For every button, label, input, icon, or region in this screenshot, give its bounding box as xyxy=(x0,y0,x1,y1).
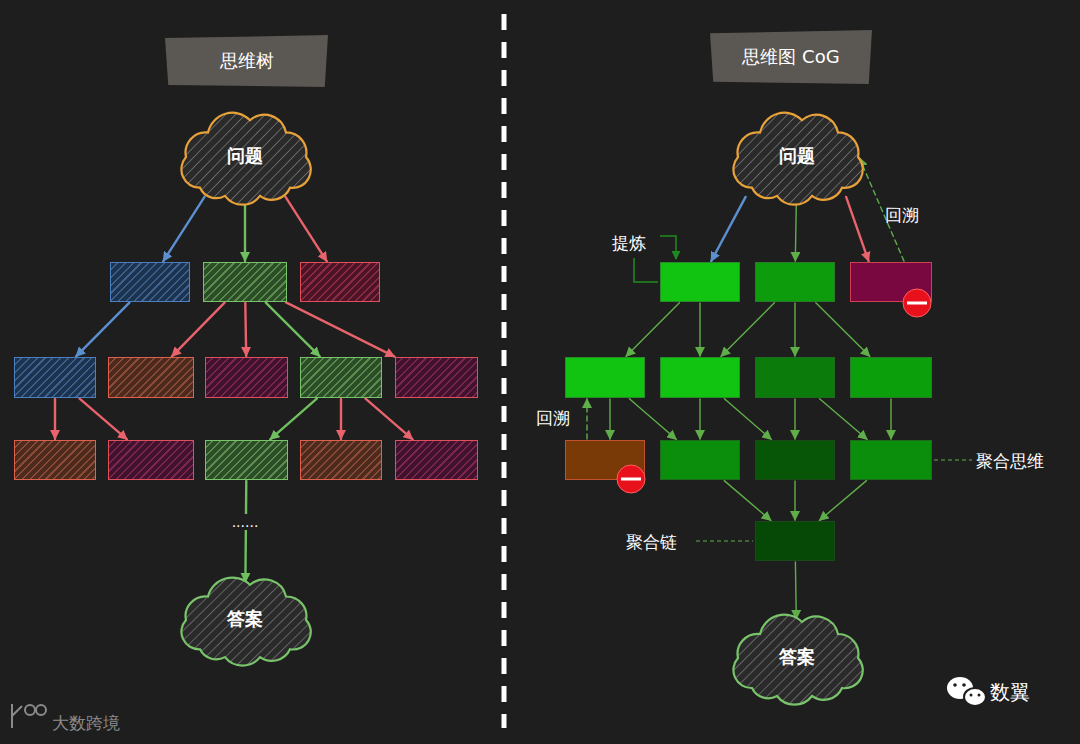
leader-line xyxy=(934,459,972,460)
flow-arrow xyxy=(890,399,891,439)
node-text: 答案 xyxy=(227,607,263,631)
flow-arrow xyxy=(846,197,869,261)
thought-box xyxy=(755,262,835,302)
refine-loop-line xyxy=(634,258,658,282)
flow-arrow xyxy=(795,562,797,619)
annotation-label: 回溯 xyxy=(885,204,919,227)
divider-line xyxy=(502,14,507,728)
thought-box xyxy=(14,357,96,398)
thought-box xyxy=(395,357,478,398)
watermark: 大数跨境 xyxy=(52,712,120,735)
title-tag: 思维图 CoG xyxy=(710,30,872,84)
flow-arrow xyxy=(266,303,320,357)
thought-box xyxy=(850,262,932,302)
flow-arrow xyxy=(794,303,795,356)
thought-box xyxy=(850,440,932,480)
backtrack-arrow xyxy=(586,399,587,439)
flow-arrow xyxy=(172,303,225,357)
annotation-label: 回溯 xyxy=(536,407,570,430)
flow-arrow xyxy=(163,197,204,261)
flow-arrow xyxy=(721,303,774,357)
thought-box xyxy=(108,357,194,398)
flow-arrow xyxy=(54,399,56,439)
flow-arrow xyxy=(80,399,127,440)
flow-arrow xyxy=(816,303,870,357)
flow-arrow xyxy=(629,399,676,440)
node-text: 问题 xyxy=(227,144,263,168)
thought-box xyxy=(395,440,478,480)
title-text: 思维图 CoG xyxy=(742,45,839,69)
annotation-label: 提炼 xyxy=(612,232,646,255)
thought-box xyxy=(565,440,645,480)
thought-box xyxy=(660,440,740,480)
ellipsis-label: ...... xyxy=(229,514,262,530)
thought-box xyxy=(14,440,96,480)
flow-arrow xyxy=(244,197,246,261)
flow-arrow xyxy=(626,303,679,357)
thought-box xyxy=(110,262,190,302)
flow-arrow xyxy=(76,303,129,357)
annotation-label: 聚合思维 xyxy=(976,450,1044,473)
thought-box xyxy=(755,521,835,561)
flow-arrow xyxy=(286,302,395,356)
logo-icon xyxy=(12,704,46,728)
thought-box xyxy=(108,440,194,480)
reject-mark xyxy=(903,289,931,317)
refine-loop-arrow xyxy=(660,236,676,259)
thought-box xyxy=(755,357,835,398)
flow-arrow xyxy=(724,481,771,521)
flow-arrow xyxy=(340,399,342,439)
flow-arrow xyxy=(794,399,795,439)
thought-box xyxy=(205,440,288,480)
title-text: 思维树 xyxy=(220,49,274,73)
node-text: 问题 xyxy=(779,144,815,168)
flow-arrow xyxy=(270,399,317,440)
reject-mark xyxy=(617,465,645,493)
thought-box xyxy=(203,262,287,302)
flow-arrow xyxy=(711,197,745,261)
wechat-icon xyxy=(947,677,986,706)
cloud-node: 答案 xyxy=(722,612,872,702)
annotation-label: 聚合链 xyxy=(626,531,677,554)
flow-arrow xyxy=(609,399,610,439)
thought-box xyxy=(660,262,740,302)
flow-arrow xyxy=(699,303,700,356)
thought-box xyxy=(755,440,835,480)
flow-arrow xyxy=(244,303,247,356)
flow-arrow xyxy=(244,481,247,582)
flow-arrow xyxy=(286,197,327,261)
thought-box xyxy=(660,357,740,398)
flow-arrow xyxy=(794,481,795,520)
thought-box xyxy=(300,440,382,480)
flow-arrow xyxy=(699,399,700,439)
watermark: 数翼 xyxy=(990,679,1030,706)
flow-arrow xyxy=(795,197,796,261)
cloud-node: 问题 xyxy=(170,110,320,202)
flow-arrow xyxy=(820,481,867,521)
cloud-node: 答案 xyxy=(170,575,320,663)
leader-line xyxy=(696,540,753,541)
thought-box xyxy=(850,357,932,398)
flow-arrow xyxy=(366,399,413,440)
thought-box xyxy=(205,357,288,398)
title-tag: 思维树 xyxy=(165,35,328,87)
node-text: 答案 xyxy=(779,645,815,669)
thought-box xyxy=(300,262,380,302)
flow-arrow xyxy=(724,399,771,440)
thought-box xyxy=(300,357,382,398)
flow-arrow xyxy=(820,399,867,440)
cloud-node: 问题 xyxy=(722,110,872,202)
thought-box xyxy=(565,357,645,398)
